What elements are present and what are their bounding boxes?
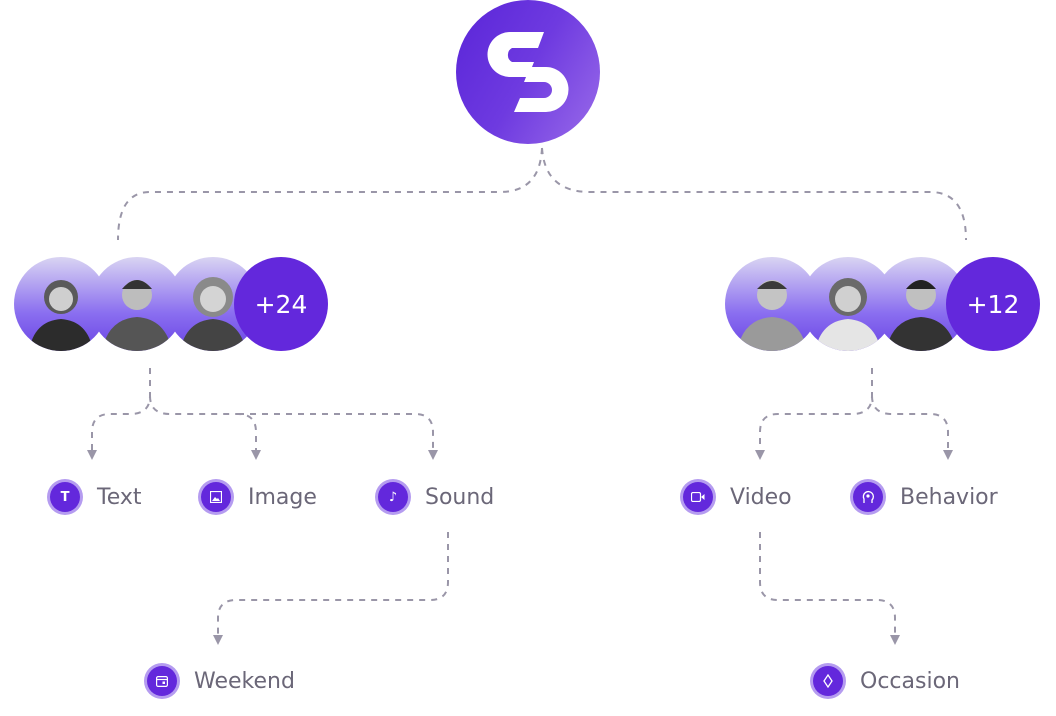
category-label: Image — [248, 484, 317, 510]
category-behavior[interactable]: Behavior — [853, 482, 998, 512]
connector-right-group — [755, 368, 873, 460]
text-icon: T — [50, 482, 80, 512]
category-label: Weekend — [194, 668, 295, 694]
diamond-icon — [813, 666, 843, 696]
connector-video-occasion — [759, 532, 900, 645]
avatar — [14, 257, 108, 351]
music-note-icon: ♪ — [378, 482, 408, 512]
category-video[interactable]: Video — [683, 482, 792, 512]
category-label: Text — [97, 484, 142, 510]
category-occasion[interactable]: Occasion — [813, 666, 960, 696]
calendar-icon — [147, 666, 177, 696]
brand-logo — [456, 0, 600, 144]
category-sound[interactable]: ♪ Sound — [378, 482, 494, 512]
category-image[interactable]: Image — [201, 482, 317, 512]
connector-root-left — [117, 147, 543, 241]
category-weekend[interactable]: Weekend — [147, 666, 295, 696]
category-label: Sound — [425, 484, 495, 510]
category-label: Video — [730, 484, 792, 510]
more-users-count[interactable]: +12 — [946, 257, 1040, 351]
image-icon — [201, 482, 231, 512]
video-icon — [683, 482, 713, 512]
more-users-count[interactable]: +24 — [234, 257, 328, 351]
category-label: Behavior — [900, 484, 998, 510]
connector-sound-weekend — [213, 532, 449, 645]
connector-root-right — [541, 147, 967, 241]
brain-icon — [853, 482, 883, 512]
category-label: Occasion — [860, 668, 960, 694]
category-text[interactable]: T Text — [50, 482, 142, 512]
connector-left-group — [87, 368, 151, 460]
brand-s-logo-icon — [487, 32, 569, 112]
